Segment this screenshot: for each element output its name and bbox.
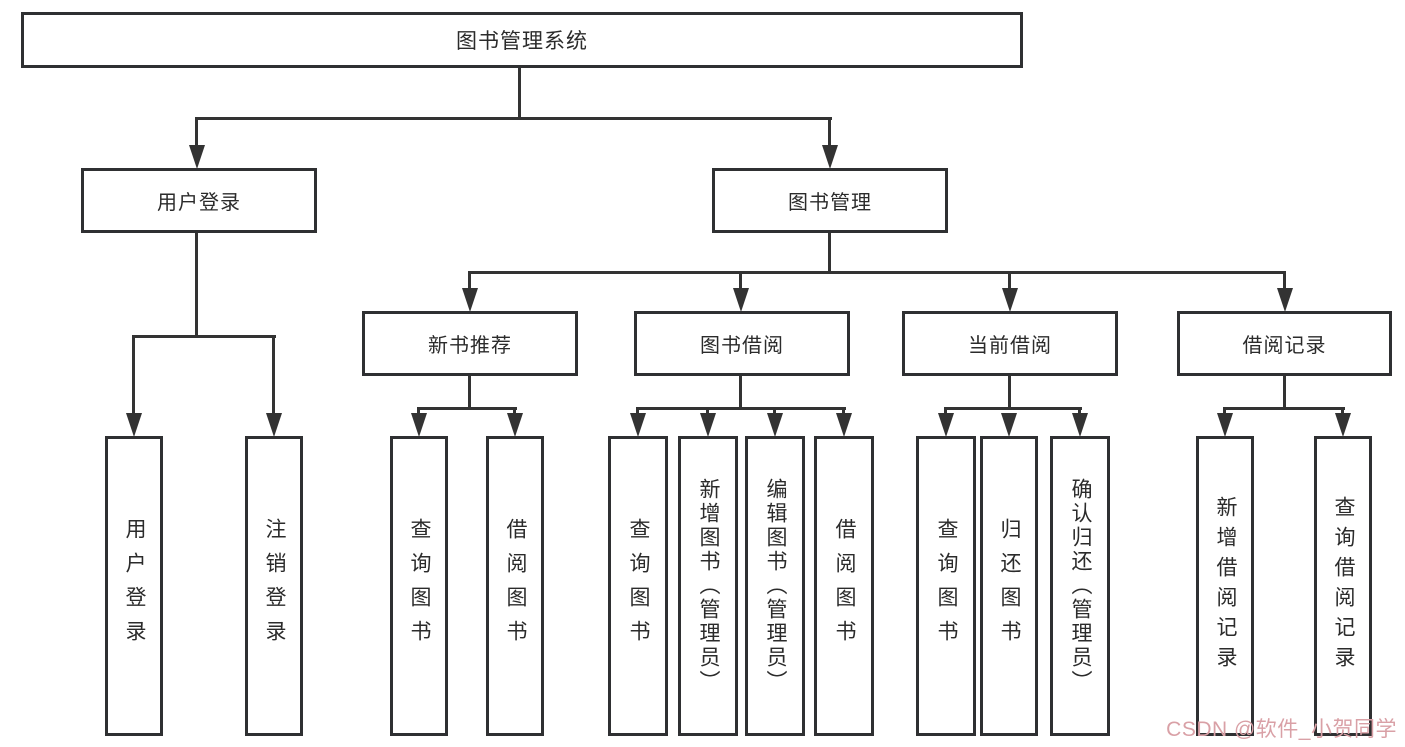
node-book-borrowing: 图书借阅 — [634, 311, 850, 376]
connector-line — [418, 407, 517, 410]
arrowhead-down-icon — [1335, 413, 1351, 437]
leaf-user-login: 用户登录 — [105, 436, 163, 736]
node-new-book-recommend: 新书推荐 — [362, 311, 578, 376]
arrowhead-down-icon — [126, 413, 142, 437]
node-label: 图书借阅 — [700, 335, 784, 357]
connector-line — [132, 335, 276, 338]
leaf-add-borrow-record: 新增借阅记录 — [1196, 436, 1254, 736]
connector-line — [739, 271, 742, 291]
connector-line — [945, 407, 1082, 410]
leaf-label: 查询图书 — [627, 518, 650, 654]
arrowhead-down-icon — [700, 413, 716, 437]
arrowhead-down-icon — [836, 413, 852, 437]
node-label: 图书管理 — [788, 192, 872, 214]
node-library-management-system: 图书管理系统 — [21, 12, 1023, 68]
leaf-label: 借阅图书 — [504, 518, 527, 654]
leaf-query-books-3: 查询图书 — [916, 436, 976, 736]
connector-line — [468, 271, 1286, 274]
connector-line — [636, 407, 639, 417]
connector-line — [1283, 376, 1286, 410]
node-label: 借阅记录 — [1242, 335, 1327, 357]
connector-line — [1078, 407, 1081, 417]
leaf-label: 借阅图书 — [833, 518, 856, 654]
leaf-label: 用户登录 — [123, 518, 146, 654]
arrowhead-down-icon — [411, 413, 427, 437]
connector-line — [272, 335, 275, 415]
connector-line — [518, 68, 521, 120]
connector-line — [1223, 407, 1226, 417]
connector-line — [1341, 407, 1344, 417]
arrowhead-down-icon — [1277, 288, 1293, 312]
connector-line — [196, 117, 832, 120]
arrowhead-down-icon — [1001, 413, 1017, 437]
connector-line — [739, 376, 742, 410]
arrowhead-down-icon — [822, 145, 838, 169]
node-book-management: 图书管理 — [712, 168, 948, 233]
leaf-label: 确认归还（管理员） — [1069, 478, 1092, 694]
watermark: CSDN @软件_小贺同学 — [1166, 718, 1397, 741]
leaf-borrow-books-2: 借阅图书 — [814, 436, 874, 736]
connector-line — [132, 335, 135, 415]
arrowhead-down-icon — [266, 413, 282, 437]
node-label: 用户登录 — [157, 192, 241, 214]
leaf-label: 查询借阅记录 — [1332, 496, 1355, 676]
connector-line — [1008, 376, 1011, 410]
leaf-edit-books-admin: 编辑图书（管理员） — [745, 436, 805, 736]
connector-line — [468, 376, 471, 410]
leaf-label: 新增借阅记录 — [1214, 496, 1237, 676]
leaf-label: 归还图书 — [998, 518, 1021, 654]
leaf-add-books-admin: 新增图书（管理员） — [678, 436, 738, 736]
leaf-query-books-2: 查询图书 — [608, 436, 668, 736]
node-label: 新书推荐 — [428, 335, 512, 357]
node-user-login: 用户登录 — [81, 168, 317, 233]
leaf-confirm-return-admin: 确认归还（管理员） — [1050, 436, 1110, 736]
arrowhead-down-icon — [630, 413, 646, 437]
leaf-borrow-books-1: 借阅图书 — [486, 436, 544, 736]
connector-line — [195, 117, 198, 149]
connector-line — [828, 233, 831, 274]
node-label: 图书管理系统 — [456, 30, 588, 53]
arrowhead-down-icon — [507, 413, 523, 437]
node-label: 当前借阅 — [968, 335, 1052, 357]
connector-line — [773, 407, 776, 417]
leaf-return-books: 归还图书 — [980, 436, 1038, 736]
leaf-label: 注销登录 — [263, 518, 286, 654]
arrowhead-down-icon — [767, 413, 783, 437]
connector-line — [1224, 407, 1345, 410]
connector-line — [513, 407, 516, 417]
connector-line — [1008, 271, 1011, 291]
connector-line — [828, 117, 831, 149]
connector-line — [842, 407, 845, 417]
arrowhead-down-icon — [1002, 288, 1018, 312]
connector-line — [637, 407, 846, 410]
arrowhead-down-icon — [189, 145, 205, 169]
leaf-label: 查询图书 — [935, 518, 958, 654]
arrowhead-down-icon — [1217, 413, 1233, 437]
node-borrowing-records: 借阅记录 — [1177, 311, 1392, 376]
connector-line — [706, 407, 709, 417]
leaf-query-borrow-record: 查询借阅记录 — [1314, 436, 1372, 736]
connector-line — [468, 271, 471, 291]
connector-line — [417, 407, 420, 417]
leaf-logout: 注销登录 — [245, 436, 303, 736]
connector-line — [944, 407, 947, 417]
leaf-label: 查询图书 — [408, 518, 431, 654]
node-current-borrowing: 当前借阅 — [902, 311, 1118, 376]
connector-line — [1283, 271, 1286, 291]
arrowhead-down-icon — [733, 288, 749, 312]
connector-line — [195, 233, 198, 338]
leaf-query-books-1: 查询图书 — [390, 436, 448, 736]
leaf-label: 编辑图书（管理员） — [764, 478, 787, 694]
arrowhead-down-icon — [462, 288, 478, 312]
arrowhead-down-icon — [1072, 413, 1088, 437]
arrowhead-down-icon — [938, 413, 954, 437]
leaf-label: 新增图书（管理员） — [697, 478, 720, 694]
